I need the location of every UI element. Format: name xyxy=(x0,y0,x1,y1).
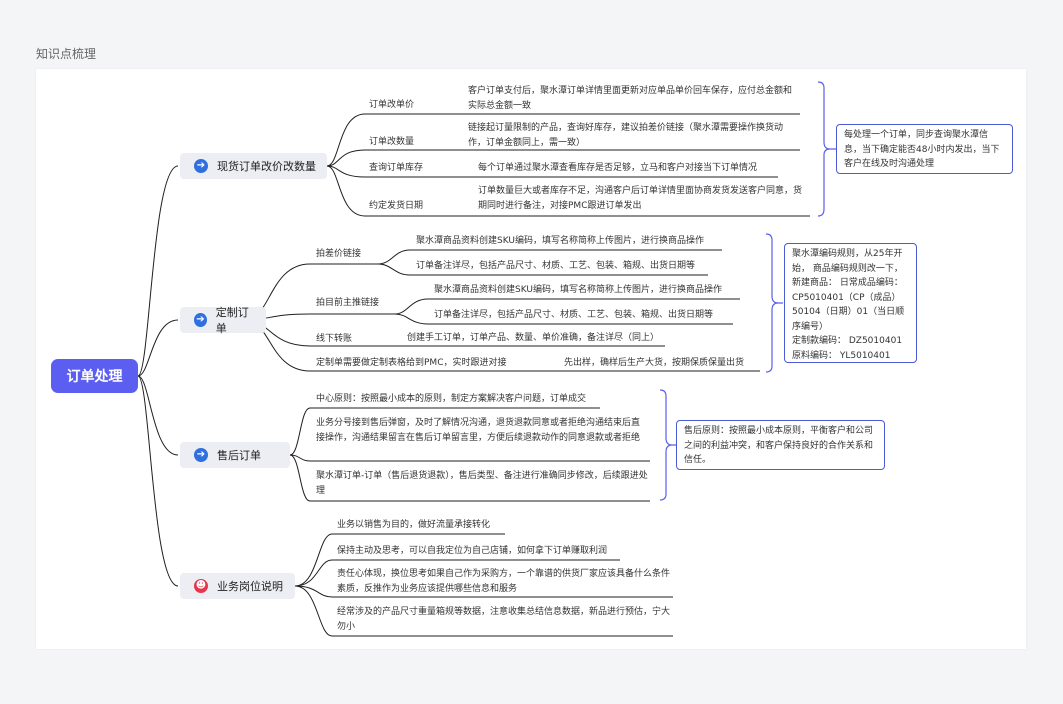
summary-note[interactable]: 聚水潭编码规则，从25年开始， 商品编码规则改一下，新建商品： 日常成品编码：C… xyxy=(784,243,917,363)
smiling-face-icon: ☻ xyxy=(194,579,208,593)
item-label: 订单改数量 xyxy=(369,137,415,147)
item-label: 线下转账 xyxy=(316,334,353,344)
item-detail: 每个订单通过聚水潭查看库存是否足够，立马和客户对接当下订单情况 xyxy=(478,163,758,173)
item-detail: 客户订单支付后，聚水潭订单详情里面更新对应单品单价回车保存，应付总金额和实际总金… xyxy=(468,86,793,111)
branch-custom-order[interactable]: ➔ 定制订单 xyxy=(180,306,266,335)
branch-job-description[interactable]: ☻ 业务岗位说明 xyxy=(180,573,295,599)
item-detail: 创建手工订单，订单产品、数量、单价准确，备注详尽（同上） xyxy=(407,333,660,343)
summary-note[interactable]: 售后原则：按照最小成本原则，平衡客户和公司之间的利益冲突，和客户保持良好的合作关… xyxy=(676,420,885,470)
item-detail: 业务以销售为目的，做好流量承接转化 xyxy=(337,520,491,530)
branch-label: 定制订单 xyxy=(215,306,249,335)
branch-label: 业务岗位说明 xyxy=(217,580,283,593)
item-detail: 聚水潭商品资料创建SKU编码，填写名称简称上传图片，进行换商品操作 xyxy=(434,285,722,295)
item-detail: 中心原则：按照最小成本的原则，制定方案解决客户问题，订单成交 xyxy=(316,394,587,404)
item-detail: 责任心体现，换位思考如果自己作为采购方，一个靠谱的供货厂家应该具备什么条件素质，… xyxy=(337,569,671,594)
item-detail: 业务分号接到售后弹窗，及时了解情况沟通，退货退款同意或者拒绝沟通结束后直接操作，… xyxy=(316,418,641,443)
item-detail: 聚水潭订单-订单（售后退货退款），售后类型、备注进行准确同步修改，后续跟进处理 xyxy=(316,471,648,496)
item-detail: 链接起订量限制的产品，查询好库存，建议拍差价链接（聚水潭需要操作换货动作，订单金… xyxy=(468,123,784,148)
branch-label: 现货订单改价改数量 xyxy=(217,160,316,173)
item-label: 拍差价链接 xyxy=(316,249,362,259)
item-detail: 保持主动及思考，可以自我定位为自己店铺，如何拿下订单赚取利润 xyxy=(337,546,608,556)
item-label: 查询订单库存 xyxy=(369,163,424,173)
arrow-right-icon: ➔ xyxy=(194,313,207,327)
branch-after-sales[interactable]: ➔ 售后订单 xyxy=(180,442,290,468)
item-detail: 先出样，确样后生产大货，按期保质保量出货 xyxy=(564,358,745,368)
item-label: 定制单需要做定制表格给到PMC，实时跟进对接 xyxy=(316,358,507,368)
arrow-right-icon: ➔ xyxy=(194,448,208,462)
page-title: 知识点梳理 xyxy=(36,47,97,61)
item-detail: 聚水潭商品资料创建SKU编码，填写名称简称上传图片，进行换商品操作 xyxy=(416,236,704,246)
branch-label: 售后订单 xyxy=(217,449,261,462)
item-detail: 订单备注详尽，包括产品尺寸、材质、工艺、包装、箱规、出货日期等 xyxy=(416,261,696,271)
branch-spot-order-change[interactable]: ➔ 现货订单改价改数量 xyxy=(180,153,327,179)
summary-note[interactable]: 每处理一个订单，同步查询聚水潭信息，当下确定能否48小时内发出，当下客户在线及时… xyxy=(836,124,1013,174)
item-detail: 订单数量巨大或者库存不足，沟通客户后订单详情里面协商发货发送客户同意，货期同时进… xyxy=(478,186,803,211)
item-detail: 经常涉及的产品尺寸重量箱规等数据，注意收集总结信息数据，新品进行预估，宁大勿小 xyxy=(337,607,671,632)
item-detail: 订单备注详尽，包括产品尺寸、材质、工艺、包装、箱规、出货日期等 xyxy=(434,310,714,320)
root-node[interactable]: 订单处理 xyxy=(51,359,138,393)
arrow-right-icon: ➔ xyxy=(194,159,208,173)
item-label: 约定发货日期 xyxy=(369,201,424,211)
item-label: 订单改单价 xyxy=(369,100,415,110)
item-label: 拍目前主推链接 xyxy=(316,298,380,308)
